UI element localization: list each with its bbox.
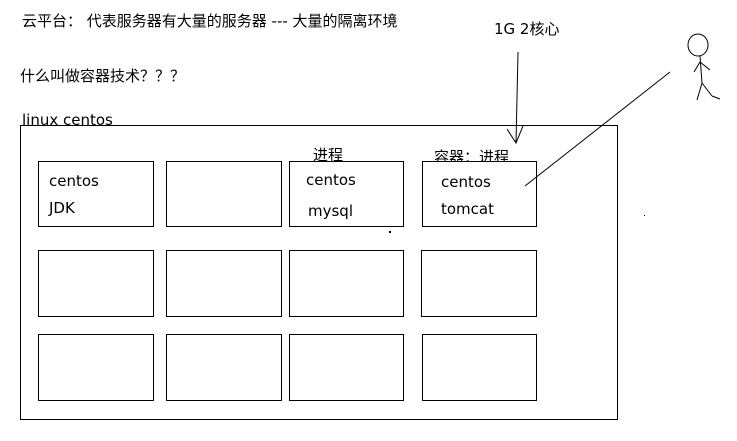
cell-app-text: mysql	[308, 202, 353, 220]
cell-os-text: centos	[441, 173, 491, 191]
stray-dot	[644, 215, 645, 216]
cell-app-text: tomcat	[441, 200, 494, 218]
container-cell-empty	[38, 334, 154, 401]
container-cell-empty	[166, 161, 282, 227]
container-cell-empty	[38, 250, 154, 317]
container-cell-centos-jdk: centos JDK	[38, 161, 154, 227]
container-cell-centos-mysql: centos mysql	[289, 161, 404, 227]
container-cell-empty	[421, 250, 537, 317]
os-label: linux centos	[22, 111, 113, 129]
stick-figure-person-icon	[687, 33, 721, 101]
container-cell-empty	[166, 250, 282, 317]
process-label: 进程	[313, 146, 344, 164]
container-question-note: 什么叫做容器技术？？？	[20, 67, 186, 85]
cloud-platform-note: 云平台： 代表服务器有大量的服务器 --- 大量的隔离环境	[22, 12, 398, 30]
container-cell-centos-tomcat: centos tomcat	[422, 161, 537, 227]
container-cell-empty	[422, 334, 537, 401]
cell-app-text: JDK	[49, 199, 75, 217]
container-cell-empty	[289, 334, 404, 401]
container-cell-empty	[166, 334, 282, 401]
container-cell-empty	[289, 250, 404, 317]
cell-os-text: centos	[49, 172, 99, 190]
spec-note: 1G 2核心	[494, 20, 560, 38]
cell-os-text: centos	[306, 171, 356, 189]
